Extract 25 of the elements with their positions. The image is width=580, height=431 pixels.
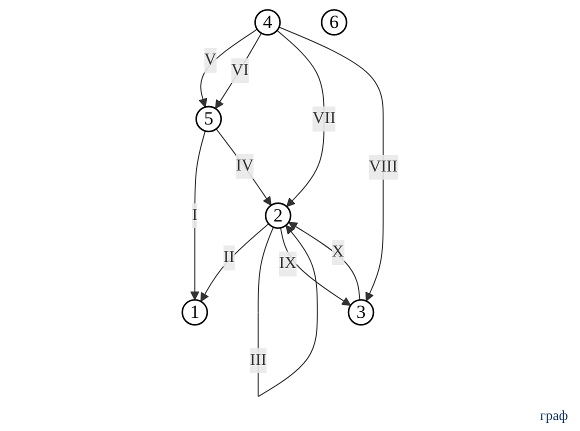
node-circle: 2 [264,202,292,229]
edge-label: X [332,243,344,261]
edge-label: I [192,206,198,224]
edge-label: VIII [368,158,398,176]
arrow [288,222,360,300]
arrow [216,128,272,206]
arrow [200,223,270,302]
edge-label: VII [312,110,336,128]
edge-label: II [224,248,235,266]
node-circle: 5 [196,106,222,132]
edge-label: IX [279,254,297,272]
edge-label: V [204,51,216,69]
arrow [280,228,352,306]
node-circle: 1 [182,299,208,326]
node-circle: 4 [254,9,281,36]
node-circle: 3 [348,299,374,326]
edge-label: IV [236,157,254,175]
arrow [198,28,258,108]
node-circle: 6 [320,9,348,36]
arrow [190,130,206,300]
edge-label: III [250,351,267,369]
arrow [215,32,262,109]
arrow [278,26,384,302]
edge-label: VI [231,61,249,79]
caption-text: граф [540,409,568,424]
